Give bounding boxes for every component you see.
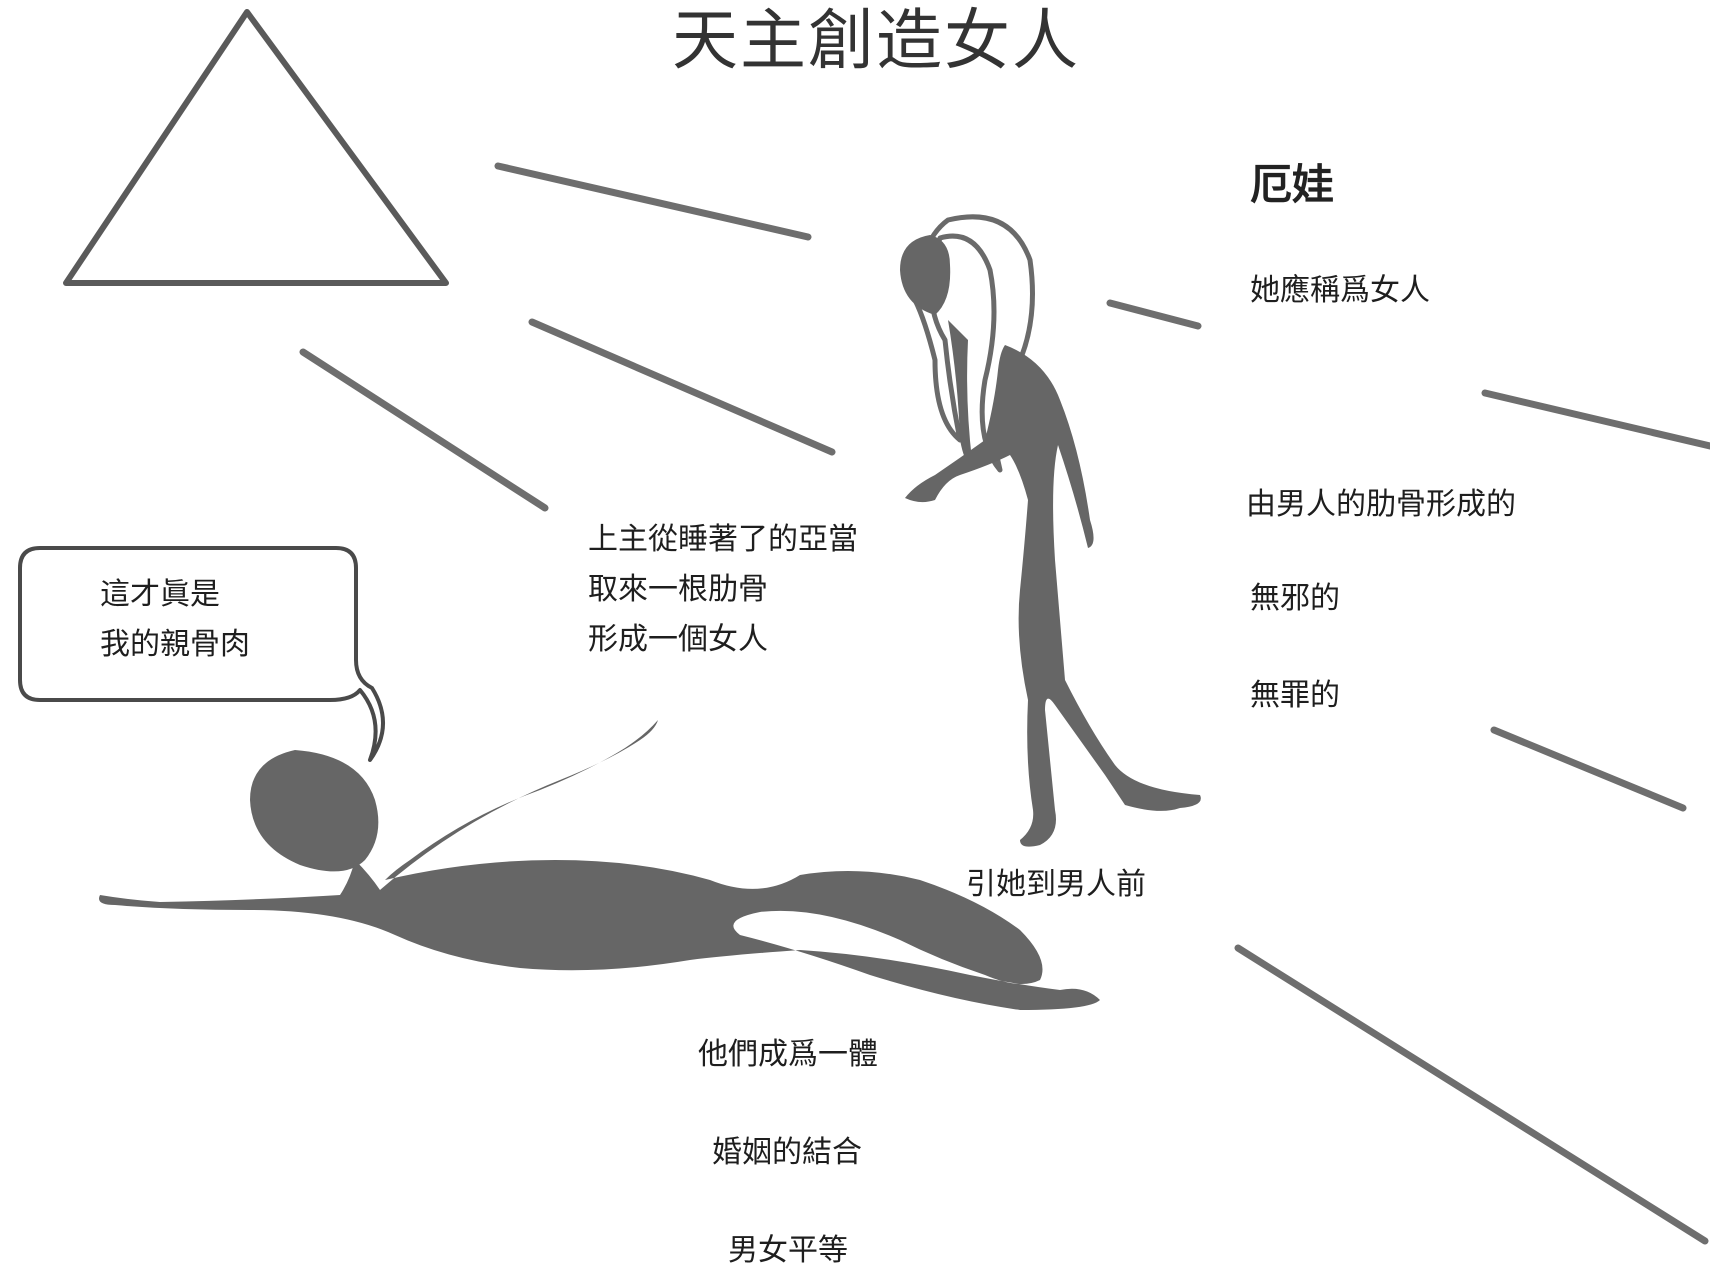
adam-figure [99,720,1100,1010]
label-brought-to-man: 引她到男人前 [966,867,1146,902]
eve-hair-outline [912,214,1035,473]
label-sinless: 無罪的 [1250,678,1340,713]
label-called-woman: 她應稱爲女人 [1250,273,1430,308]
ray-line [494,162,812,241]
label-formed-from-rib: 由男人的肋骨形成的 [1246,487,1516,522]
label-equality: 男女平等 [728,1233,848,1268]
eve-hair [948,320,972,463]
speech-line: 這才眞是 [100,577,220,612]
narration-line: 上主從睡著了的亞當 [588,522,858,557]
label-marriage-union: 婚姻的結合 [712,1135,862,1170]
eve-body [905,345,1201,847]
speech-line: 我的親骨肉 [100,627,250,662]
narration-line: 取來一根肋骨 [588,572,768,607]
rays [299,162,1710,1245]
narration-text: 上主從睡著了的亞當 取來一根肋骨 形成一個女人 [588,515,858,665]
label-innocent: 無邪的 [1250,581,1340,616]
ray-line [528,318,836,456]
ray-line [1481,389,1710,450]
ray-line [1106,299,1202,330]
eve-name-label: 厄娃 [1250,160,1335,209]
narration-line: 形成一個女人 [588,622,768,657]
page-title: 天主創造女人 [672,2,1080,79]
speech-bubble-text: 這才眞是 我的親骨肉 [100,570,250,670]
ray-line [1490,726,1687,812]
speech-bubble [18,546,385,762]
trinity-triangle [63,9,449,286]
eve-figure [900,214,1201,847]
ray-line [299,348,549,512]
eve-head [900,235,951,315]
adam-head [250,750,379,872]
adam-body [99,720,1100,1010]
label-one-body: 他們成爲一體 [698,1037,878,1072]
ray-line [1234,944,1709,1245]
